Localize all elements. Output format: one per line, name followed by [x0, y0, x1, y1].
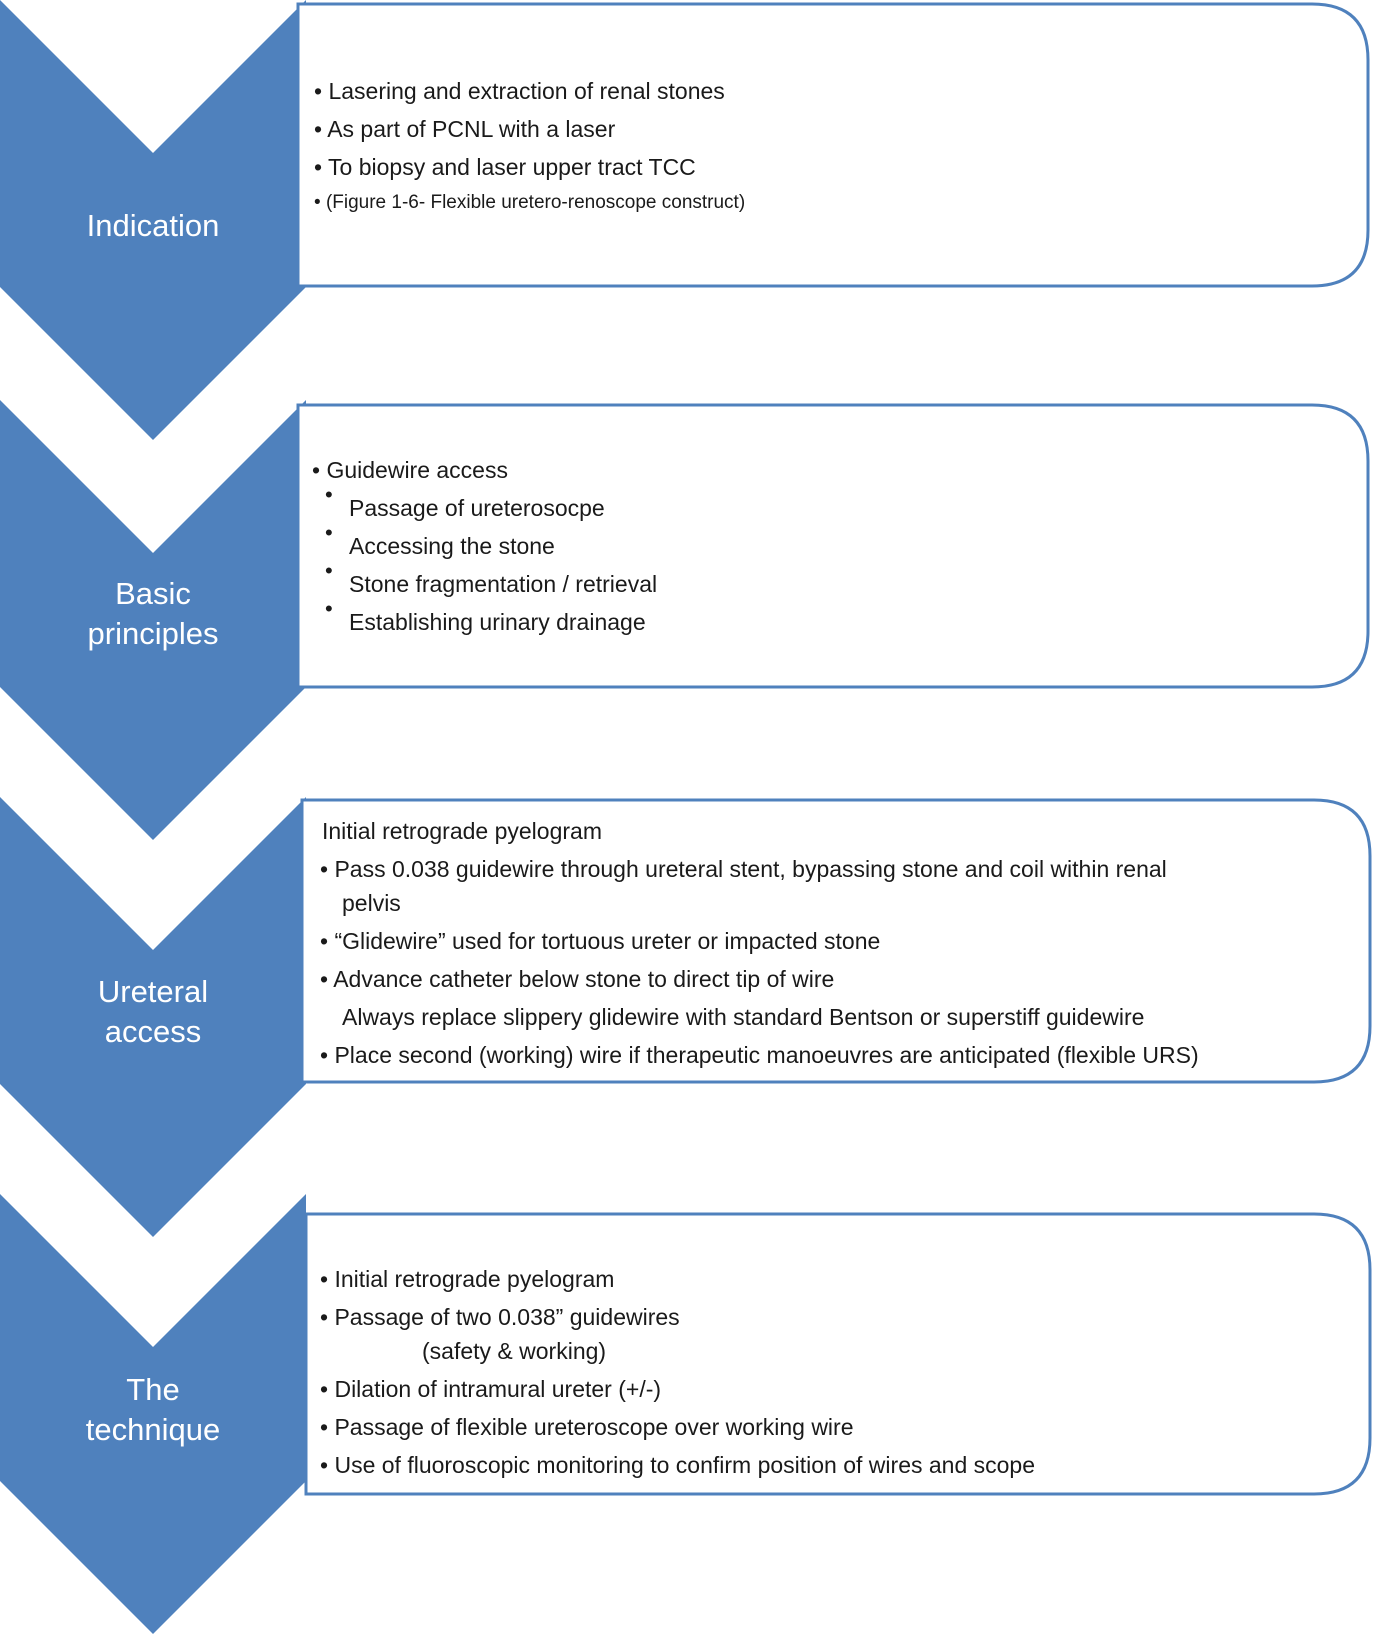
list-item-continuation: (safety & working): [422, 1338, 607, 1364]
chevron-ureteral-access: [0, 797, 306, 1237]
chevron-basic-principles: [0, 400, 306, 840]
list-item: Passage of ureterosocpe: [349, 495, 605, 521]
list-item: Always replace slippery glidewire with s…: [342, 1004, 1145, 1030]
list-item-text: As part of PCNL with a laser: [327, 116, 616, 142]
stage-label-line: technique: [85, 1412, 221, 1447]
stage-label-line: access: [104, 1014, 202, 1049]
list-item-text: Guidewire access: [326, 457, 508, 483]
list-item-text: Initial retrograde pyelogram: [334, 1266, 615, 1292]
list-heading: Initial retrograde pyelogram: [322, 818, 602, 844]
stage-label-line: Indication: [86, 208, 220, 243]
list-item-text: Advance catheter below stone to direct t…: [333, 966, 835, 992]
list-item: • As part of PCNL with a laser: [314, 116, 616, 142]
list-item: • Dilation of intramural ureter (+/-): [320, 1376, 662, 1402]
bullet-dot: •: [325, 558, 333, 583]
stage-label-line: The: [126, 1372, 180, 1407]
box-ureteral-access: [300, 798, 1372, 1084]
list-item: • Use of fluoroscopic monitoring to conf…: [320, 1452, 1036, 1478]
bullet-dot: •: [325, 482, 333, 507]
bullet-dot: •: [325, 596, 333, 621]
list-item: • Pass 0.038 guidewire through ureteral …: [320, 856, 1167, 882]
list-item: • To biopsy and laser upper tract TCC: [314, 154, 696, 180]
stage-label-the-technique: The technique: [0, 1370, 306, 1450]
list-item: Establishing urinary drainage: [349, 609, 646, 635]
chevron-indication: [0, 0, 306, 440]
list-item-text: Passage of flexible ureteroscope over wo…: [334, 1414, 854, 1440]
list-item: • Lasering and extraction of renal stone…: [314, 78, 725, 104]
list-item-text: Lasering and extraction of renal stones: [328, 78, 725, 104]
stage-label-indication: Indication: [0, 206, 306, 246]
list-item: • Initial retrograde pyelogram: [320, 1266, 615, 1292]
stage-label-line: principles: [87, 616, 219, 651]
stage-label-basic-principles: Basic principles: [0, 574, 306, 654]
list-item: • Advance catheter below stone to direct…: [320, 966, 835, 992]
list-item: Accessing the stone: [349, 533, 555, 559]
list-item-text: Place second (working) wire if therapeut…: [334, 1042, 1199, 1068]
list-item: • (Figure 1-6- Flexible uretero-renoscop…: [314, 192, 746, 213]
stage-label-ureteral-access: Ureteral access: [0, 972, 306, 1052]
list-item-continuation: pelvis: [342, 890, 401, 916]
box-the-technique: [304, 1212, 1372, 1496]
list-item: • Passage of flexible ureteroscope over …: [320, 1414, 854, 1440]
list-item: • Passage of two 0.038” guidewires: [320, 1304, 680, 1330]
list-item-text: Pass 0.038 guidewire through ureteral st…: [334, 856, 1167, 882]
list-item-text: Passage of two 0.038” guidewires: [334, 1304, 680, 1330]
box-indication: [296, 2, 1370, 288]
list-item-text: “Glidewire” used for tortuous ureter or …: [334, 928, 881, 954]
list-item: • Place second (working) wire if therape…: [320, 1042, 1199, 1068]
stage-label-line: Ureteral: [97, 974, 209, 1009]
list-item-text: (Figure 1-6- Flexible uretero-renoscope …: [325, 192, 746, 213]
list-item-text: To biopsy and laser upper tract TCC: [328, 154, 696, 180]
list-item: • Guidewire access: [312, 457, 508, 483]
list-item: Stone fragmentation / retrieval: [349, 571, 658, 597]
list-item: • “Glidewire” used for tortuous ureter o…: [320, 928, 881, 954]
list-item-text: Use of fluoroscopic monitoring to confir…: [334, 1452, 1036, 1478]
box-basic-principles: [296, 403, 1370, 689]
bullet-dot: •: [325, 520, 333, 545]
chevron-the-technique: [0, 1194, 306, 1634]
list-item-text: Dilation of intramural ureter (+/-): [334, 1376, 662, 1402]
stage-label-line: Basic: [115, 576, 191, 611]
